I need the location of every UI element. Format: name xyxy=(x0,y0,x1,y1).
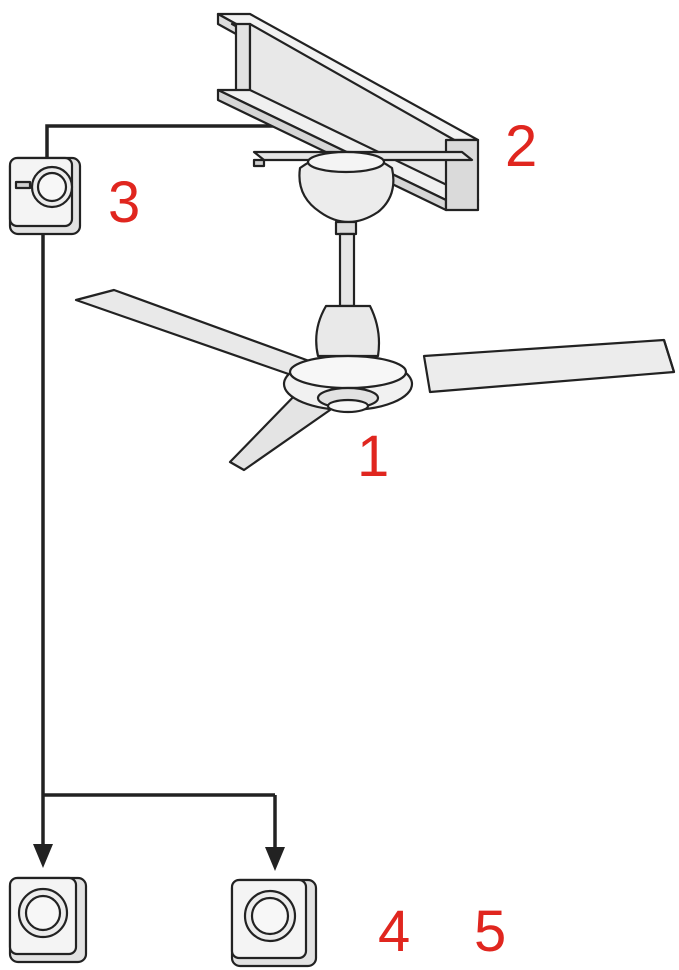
arrowhead-switch-5 xyxy=(265,847,285,871)
label-switch-5: 5 xyxy=(474,899,507,964)
wire-arrows xyxy=(33,795,285,871)
arrowhead-switch-4 xyxy=(33,844,53,868)
ceiling-fan-icon xyxy=(74,150,676,472)
wiring xyxy=(41,124,349,797)
label-regulator: 3 xyxy=(108,170,141,235)
fan-blade-left xyxy=(74,288,314,380)
fan-downrod xyxy=(338,232,356,308)
push-button-switch-icon-5 xyxy=(230,878,318,968)
fan-blade-right xyxy=(422,338,676,394)
fan-regulator-icon xyxy=(8,156,82,236)
label-beam: 2 xyxy=(505,114,538,179)
label-switch-4: 4 xyxy=(378,899,411,964)
fan-motor-housing xyxy=(315,304,381,358)
i-beam-icon xyxy=(216,12,480,212)
push-button-switch-icon-4 xyxy=(8,876,88,964)
label-fan: 1 xyxy=(357,424,390,489)
